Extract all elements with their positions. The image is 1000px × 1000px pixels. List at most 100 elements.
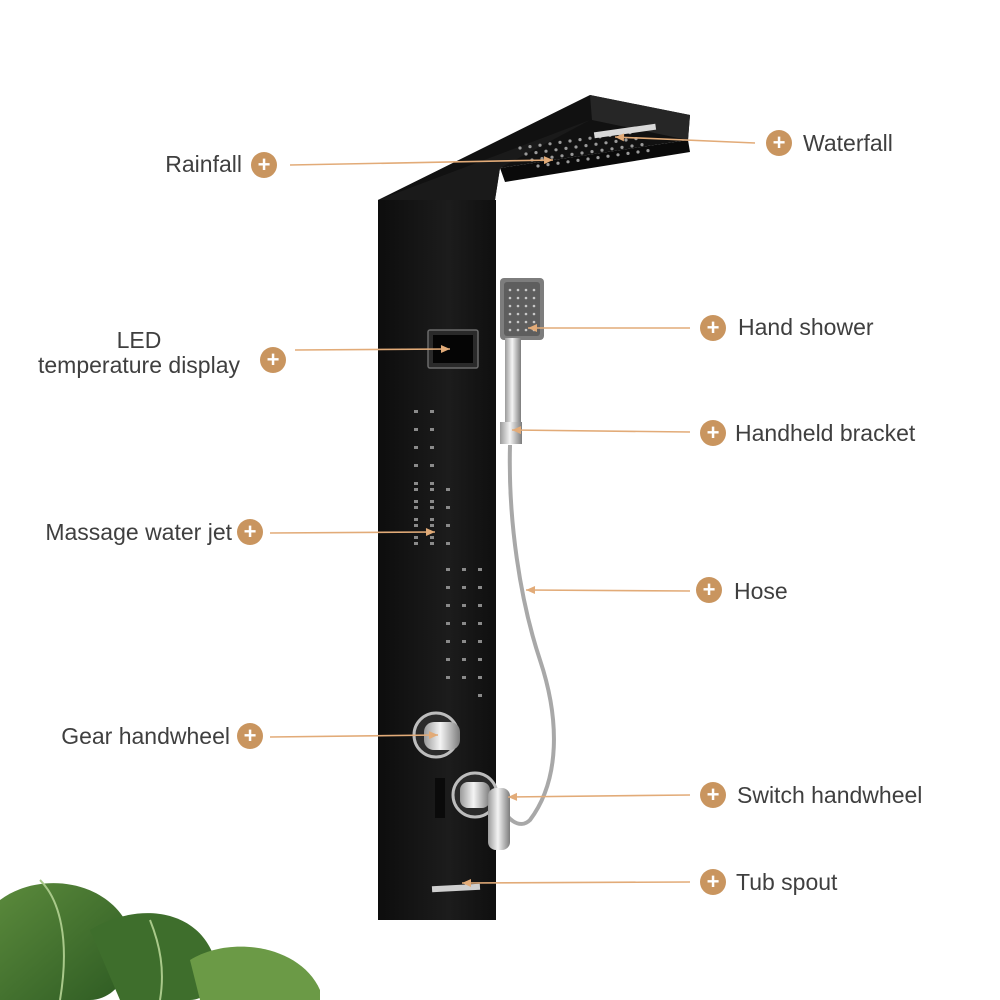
rainfall-hole [588, 136, 592, 140]
jet-dot [446, 586, 450, 589]
callout-lines [269, 133, 756, 887]
rainfall-hole [630, 144, 634, 148]
hand-shower-hole [532, 312, 536, 316]
callout-line [525, 589, 691, 592]
callout-arrowhead [428, 731, 438, 740]
jet-dot [430, 542, 434, 545]
hand-shower-hole [524, 328, 528, 332]
jet-dot [414, 518, 418, 521]
tub-spout [431, 883, 481, 893]
jet-dot [446, 604, 450, 607]
label-handheld-bracket: Handheld bracket [735, 420, 916, 446]
jet-dot [430, 410, 434, 413]
jet-dot [414, 488, 418, 491]
jet-dot [414, 536, 418, 539]
label-tub-spout: Tub spout [736, 869, 838, 895]
jet-dot [446, 622, 450, 625]
hand-shower-hole [516, 304, 520, 308]
hand-shower-hole [516, 296, 520, 300]
hand-shower-hole [516, 328, 520, 332]
hand-shower-hole [524, 304, 528, 308]
jet-dot [430, 524, 434, 527]
rainfall-hole [566, 160, 570, 164]
hand-shower [500, 278, 544, 430]
rainfall-hole [614, 139, 618, 143]
label-gear-handwheel: Gear handwheel [61, 723, 230, 749]
plus-icon: + [237, 519, 263, 545]
hand-shower-hole [532, 296, 536, 300]
callout-arrowhead [462, 878, 472, 887]
plant-decoration [0, 879, 320, 1000]
handheld-bracket [500, 422, 522, 444]
hand-shower-hole [508, 328, 512, 332]
jet-dot [430, 518, 434, 521]
label-hand-shower: Hand shower [738, 314, 874, 340]
jet-dot [462, 676, 466, 679]
callout-arrowhead [543, 156, 553, 165]
jet-dot [462, 586, 466, 589]
label-led-line2: temperature display [38, 352, 240, 378]
callout-line [269, 734, 439, 738]
jet-dot [414, 542, 418, 545]
callout-line [289, 159, 554, 166]
rainfall-hole [564, 146, 568, 150]
callout-arrowhead [526, 586, 536, 595]
jet-dot [478, 694, 482, 697]
jet-dot [430, 506, 434, 509]
callout-arrowhead [508, 792, 518, 801]
rainfall-hole [568, 139, 572, 143]
hand-shower-hole [532, 320, 536, 324]
callout-line [269, 531, 436, 534]
shower-head-holes [508, 288, 536, 332]
jet-dot [462, 622, 466, 625]
rainfall-hole [518, 146, 522, 150]
rainfall-hole [626, 151, 630, 155]
massage-jets [414, 410, 482, 697]
jet-dot [430, 464, 434, 467]
label-waterfall: Waterfall [803, 130, 893, 156]
callout-arrowhead [528, 324, 537, 332]
rainfall-hole [616, 153, 620, 157]
rainfall-hole [606, 154, 610, 158]
rainfall-hole [620, 145, 624, 149]
hand-shower-hole [508, 288, 512, 292]
jet-dot [446, 524, 450, 527]
rainfall-hole [548, 142, 552, 146]
jet-dot [478, 640, 482, 643]
callout-arrowhead [440, 345, 450, 354]
rainfall-hole [570, 152, 574, 156]
jet-dot [446, 506, 450, 509]
callout-arrowhead [512, 426, 522, 435]
jet-dot [462, 640, 466, 643]
rainfall-hole [574, 145, 578, 149]
hand-shower-hole [524, 296, 528, 300]
rainfall-hole [624, 138, 628, 142]
rainfall-hole [600, 148, 604, 152]
plus-icon: + [696, 577, 722, 603]
hose [498, 444, 556, 826]
jet-dot [414, 500, 418, 503]
rainfall-hole [546, 163, 550, 167]
jet-dot [446, 488, 450, 491]
jet-dot [414, 446, 418, 449]
jet-dot [462, 658, 466, 661]
jet-dot [446, 658, 450, 661]
jet-dot [478, 604, 482, 607]
rainfall-hole [534, 151, 538, 155]
hand-shower-hole [524, 312, 528, 316]
jet-dot [430, 428, 434, 431]
hand-shower-hole [524, 320, 528, 324]
label-switch-handwheel: Switch handwheel [737, 782, 923, 808]
hand-shower-hole [508, 320, 512, 324]
rainfall-hole [604, 141, 608, 145]
callout-arrowhead [615, 133, 625, 142]
rainfall-hole [636, 150, 640, 154]
shower-head-top [378, 95, 690, 228]
hand-shower-hole [508, 296, 512, 300]
jet-dot [478, 676, 482, 679]
hand-shower-hole [532, 288, 536, 292]
plus-icon: + [700, 420, 726, 446]
rainfall-hole [554, 148, 558, 152]
